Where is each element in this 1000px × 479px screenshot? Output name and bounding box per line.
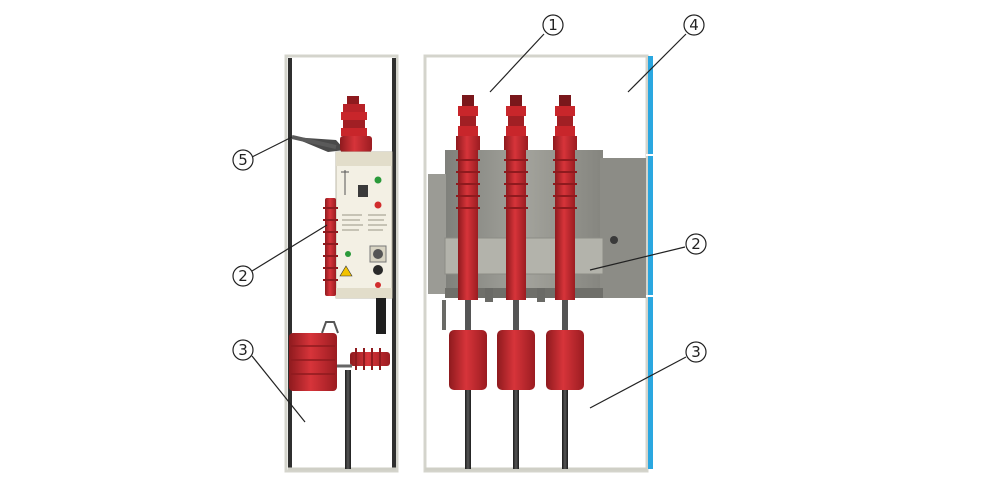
svg-text:3: 3 bbox=[691, 343, 701, 361]
ct-bracket bbox=[321, 321, 339, 334]
phase-c bbox=[546, 95, 584, 469]
side-vertical-insulator bbox=[323, 198, 338, 296]
indicator-red-bottom bbox=[375, 282, 381, 288]
callout-3-right: 3 bbox=[685, 341, 707, 363]
panel-lower-strip bbox=[336, 288, 392, 298]
svg-text:1: 1 bbox=[548, 16, 558, 34]
callout-2-left: 2 bbox=[232, 265, 254, 287]
side-ground-rod bbox=[345, 370, 351, 469]
indicator-green-top bbox=[374, 176, 382, 184]
indicator-red-top bbox=[374, 201, 382, 209]
breaker-bottom-cable bbox=[376, 298, 386, 334]
svg-text:2: 2 bbox=[238, 267, 248, 285]
side-cabinet-outline bbox=[284, 54, 399, 473]
panel-window bbox=[358, 185, 368, 197]
panel-knob bbox=[373, 249, 383, 259]
callout-1: 1 bbox=[542, 14, 564, 36]
svg-text:3: 3 bbox=[238, 341, 248, 359]
arm-link bbox=[291, 135, 337, 149]
plate-left-wing bbox=[428, 174, 446, 294]
callout-2-right: 2 bbox=[685, 233, 707, 255]
indicator-green-bottom bbox=[345, 251, 351, 257]
side-blue-panel bbox=[648, 56, 653, 469]
callout-5: 5 bbox=[232, 149, 254, 171]
side-view-cabinet bbox=[284, 54, 399, 473]
panel-fine-print bbox=[342, 214, 387, 231]
svg-text:2: 2 bbox=[691, 235, 701, 253]
plate-right-wing bbox=[600, 158, 646, 298]
phase-b bbox=[497, 95, 535, 469]
callout-3-left: 3 bbox=[232, 339, 254, 361]
callout-leaders bbox=[251, 33, 687, 423]
current-transformer bbox=[289, 333, 337, 391]
panel-round-gauge bbox=[373, 265, 383, 275]
front-view-cabinet bbox=[423, 54, 656, 473]
front-cabinet-outline bbox=[423, 54, 649, 473]
side-top-insulator bbox=[340, 96, 372, 152]
phase-a bbox=[449, 95, 487, 469]
svg-text:4: 4 bbox=[689, 16, 699, 34]
callout-4: 4 bbox=[683, 14, 705, 36]
warning-triangle bbox=[339, 265, 353, 277]
svg-text:5: 5 bbox=[238, 151, 248, 169]
panel-header-strip bbox=[336, 152, 392, 166]
side-horizontal-insulator bbox=[350, 348, 390, 370]
phase-clamps bbox=[442, 288, 545, 330]
plate-hole bbox=[610, 236, 618, 244]
